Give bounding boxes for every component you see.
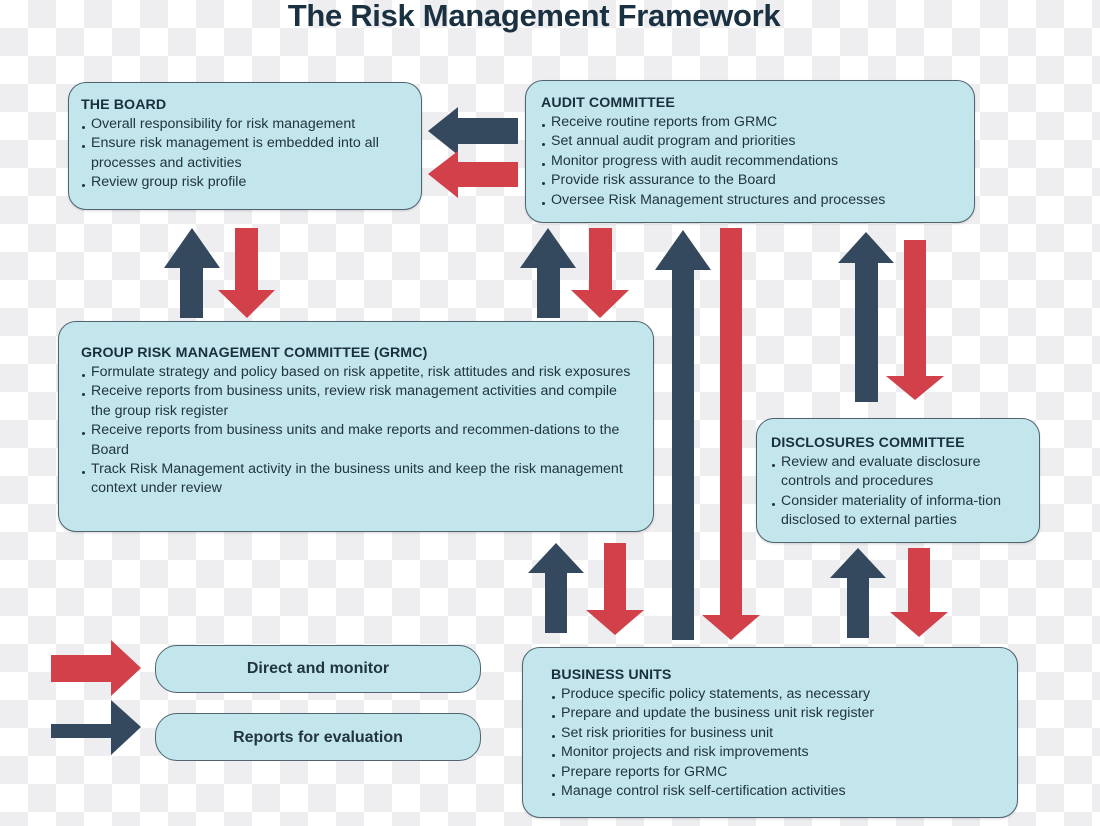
list-item: Receive reports from business units and … xyxy=(81,421,631,460)
list-item: Receive reports from business units, rev… xyxy=(81,382,631,421)
arrow-disclosures-to-business-units-direct xyxy=(890,548,948,637)
business-units-box: BUSINESS UNITS Produce specific policy s… xyxy=(522,647,1018,818)
arrow-grmc-to-business-units-direct xyxy=(586,543,644,635)
disclosures-list: Review and evaluate disclosure controls … xyxy=(771,453,1025,531)
arrow-business-units-to-disclosures-reports xyxy=(830,548,886,638)
business-units-list: Produce specific policy statements, as n… xyxy=(551,685,989,801)
list-item: Monitor projects and risk improvements xyxy=(551,743,989,762)
arrow-grmc-to-board-reports xyxy=(164,228,220,318)
list-item: Review and evaluate disclosure controls … xyxy=(771,453,1025,492)
audit-committee-box: AUDIT COMMITTEE Receive routine reports … xyxy=(525,80,975,223)
arrow-audit-to-grmc-direct xyxy=(571,228,629,318)
board-list: Overall responsibility for risk manageme… xyxy=(81,115,409,193)
list-item: Oversee Risk Management structures and p… xyxy=(541,191,959,210)
list-item: Produce specific policy statements, as n… xyxy=(551,685,989,704)
arrow-grmc-to-audit-reports xyxy=(520,228,576,318)
arrow-audit-to-board-direct xyxy=(428,151,518,198)
grmc-box: GROUP RISK MANAGEMENT COMMITTEE (GRMC) F… xyxy=(58,321,654,532)
grmc-heading: GROUP RISK MANAGEMENT COMMITTEE (GRMC) xyxy=(81,345,428,361)
list-item: Provide risk assurance to the Board xyxy=(541,171,959,190)
list-item: Set annual audit program and priorities xyxy=(541,132,959,151)
legend-direct-label: Direct and monitor xyxy=(246,660,390,677)
list-item: Formulate strategy and policy based on r… xyxy=(81,363,631,382)
list-item: Review group risk profile xyxy=(81,173,409,192)
arrow-board-to-grmc-direct xyxy=(218,228,275,318)
grmc-list: Formulate strategy and policy based on r… xyxy=(81,363,631,499)
arrow-audit-to-disclosures-direct xyxy=(886,240,944,400)
list-item: Monitor progress with audit recommendati… xyxy=(541,152,959,171)
disclosures-committee-box: DISCLOSURES COMMITTEE Review and evaluat… xyxy=(756,418,1040,543)
list-item: Manage control risk self-certification a… xyxy=(551,782,989,801)
board-box: THE BOARD Overall responsibility for ris… xyxy=(68,82,422,210)
page-title: The Risk Management Framework xyxy=(287,0,781,33)
list-item: Set risk priorities for business unit xyxy=(551,724,989,743)
list-item: Receive routine reports from GRMC xyxy=(541,113,959,132)
arrow-audit-to-business-units-direct xyxy=(702,228,760,640)
disclosures-heading: DISCLOSURES COMMITTEE xyxy=(771,435,965,451)
arrow-disclosures-to-audit-reports xyxy=(838,232,894,402)
arrow-business-units-to-audit-reports xyxy=(655,230,711,640)
list-item: Overall responsibility for risk manageme… xyxy=(81,115,409,134)
legend-direct-and-monitor: Direct and monitor xyxy=(155,645,481,693)
list-item: Prepare and update the business unit ris… xyxy=(551,704,989,723)
list-item: Track Risk Management activity in the bu… xyxy=(81,460,631,499)
audit-heading: AUDIT COMMITTEE xyxy=(541,95,675,111)
arrow-audit-to-board-reports xyxy=(428,107,518,155)
legend-reports-for-evaluation: Reports for evaluation xyxy=(155,713,481,761)
business-units-heading: BUSINESS UNITS xyxy=(551,667,672,683)
arrow-business-units-to-grmc-reports xyxy=(528,543,584,633)
board-heading: THE BOARD xyxy=(81,97,167,113)
legend-arrow-direct xyxy=(51,640,141,696)
list-item: Ensure risk management is embedded into … xyxy=(81,134,409,173)
legend-arrow-reports xyxy=(51,700,141,755)
audit-list: Receive routine reports from GRMC Set an… xyxy=(541,113,959,210)
list-item: Prepare reports for GRMC xyxy=(551,763,989,782)
legend-reports-label: Reports for evaluation xyxy=(233,729,403,746)
list-item: Consider materiality of informa-tion dis… xyxy=(771,492,1025,531)
